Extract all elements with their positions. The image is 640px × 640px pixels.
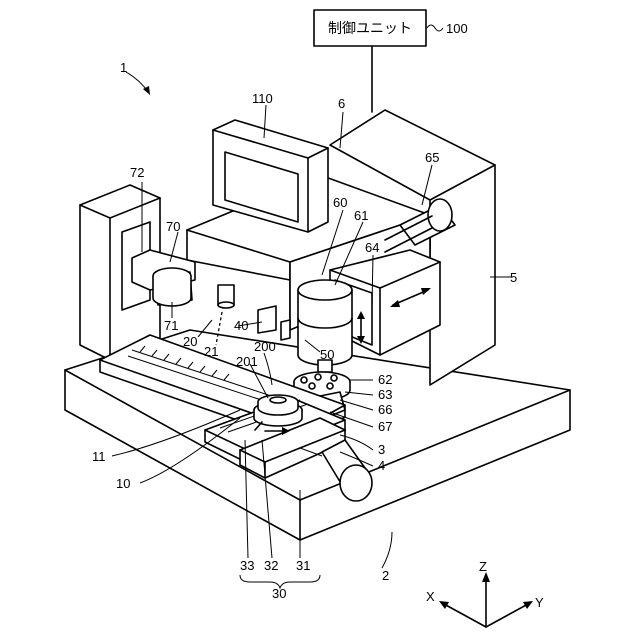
label-6: 6 (338, 96, 345, 111)
label-66: 66 (378, 402, 392, 417)
label-3: 3 (378, 442, 385, 457)
axis-y-label: Y (535, 595, 544, 610)
tool-40 (258, 306, 290, 340)
label-201: 201 (236, 354, 258, 369)
label-63: 63 (378, 387, 392, 402)
label-20: 20 (183, 334, 197, 349)
label-100: 100 (446, 21, 468, 36)
label-11: 11 (92, 449, 106, 464)
label-50: 50 (320, 347, 334, 362)
workpiece-200 (254, 395, 302, 426)
label-72: 72 (130, 165, 144, 180)
label-65: 65 (425, 150, 439, 165)
label-1: 1 (120, 60, 127, 75)
label-61: 61 (354, 208, 368, 223)
label-67: 67 (378, 419, 392, 434)
axis-z-label: Z (479, 559, 487, 574)
label-110: 110 (252, 91, 273, 106)
label-70: 70 (166, 219, 180, 234)
label-40: 40 (234, 318, 248, 333)
label-64: 64 (365, 240, 379, 255)
label-2: 2 (382, 568, 389, 583)
label-62: 62 (378, 372, 392, 387)
label-4: 4 (378, 458, 385, 473)
label-60: 60 (333, 195, 347, 210)
label-32: 32 (264, 558, 278, 573)
label-10: 10 (116, 476, 130, 491)
label-31: 31 (296, 558, 310, 573)
label-30: 30 (272, 586, 286, 601)
control-unit-label: 制御ユニット (328, 20, 412, 36)
label-21: 21 (204, 344, 218, 359)
axis-triad: Z X Y (426, 559, 544, 627)
axis-x-label: X (426, 589, 435, 604)
label-200: 200 (254, 339, 276, 354)
label-33: 33 (240, 558, 254, 573)
label-5: 5 (510, 270, 517, 285)
label-71: 71 (164, 318, 178, 333)
